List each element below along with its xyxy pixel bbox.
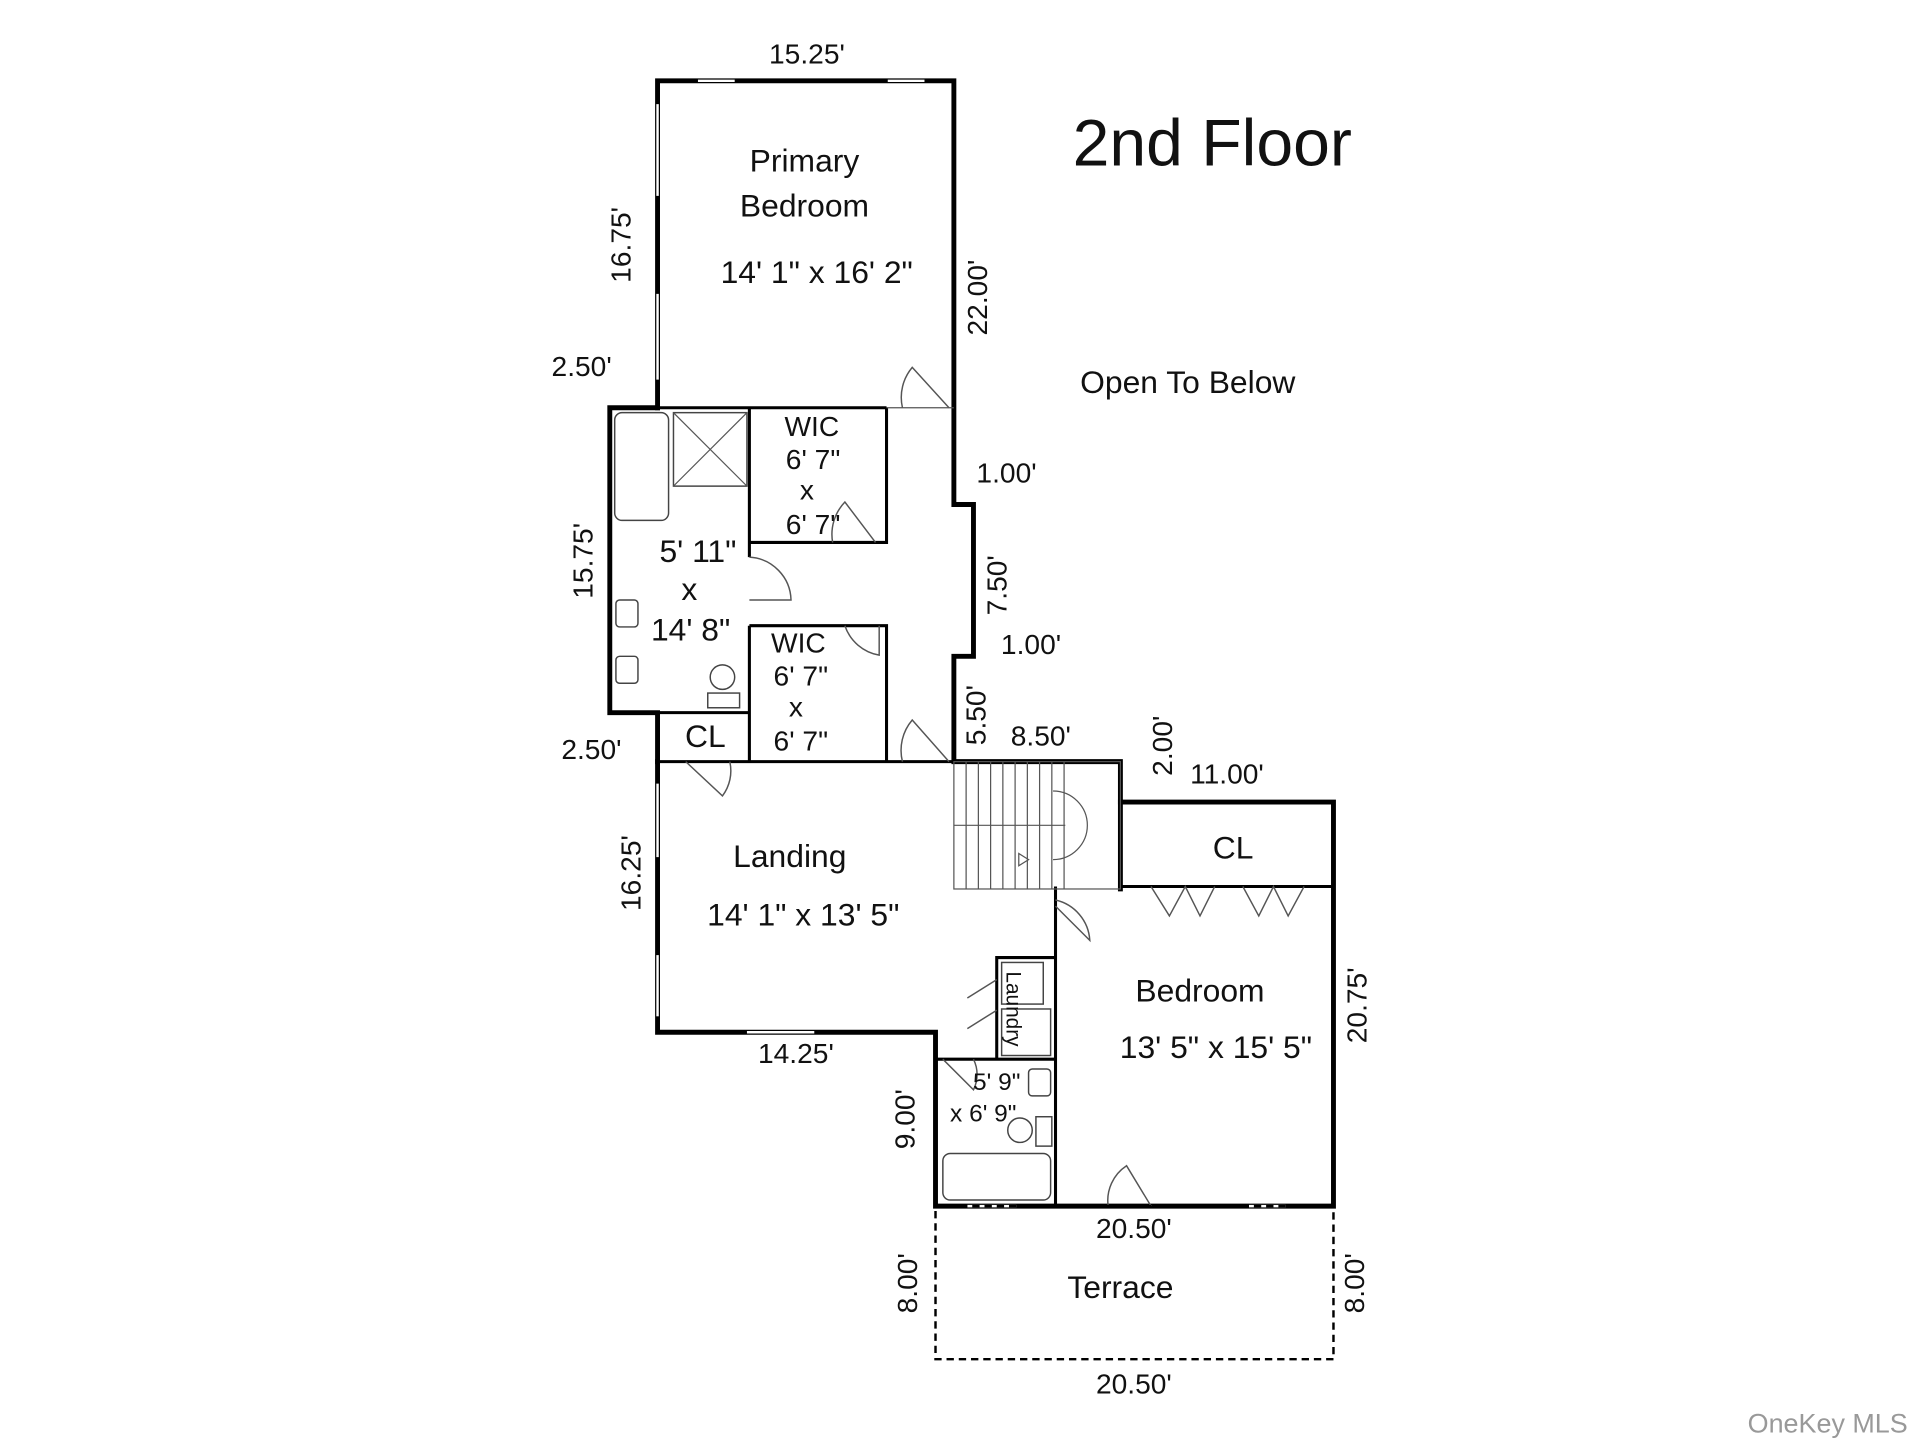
dim-stair-top: 8.50' <box>1011 721 1071 752</box>
floor-title: 2nd Floor <box>1073 106 1352 180</box>
toilet-icon <box>709 664 736 691</box>
closet-left-label: CL <box>685 718 726 754</box>
terrace-name: Terrace <box>1067 1269 1173 1305</box>
sink-icon <box>615 655 639 684</box>
primary-bath-x: x <box>681 571 697 607</box>
dim-primary-left: 16.75' <box>606 207 637 283</box>
dim-bedroom-bottom: 20.50' <box>1096 1213 1172 1244</box>
staircase <box>953 761 1122 890</box>
laundry-label: Laundry <box>1002 971 1025 1047</box>
landing-size: 14' 1" x 13' 5" <box>707 897 899 933</box>
dim-terrace-right: 8.00' <box>1339 1253 1370 1313</box>
dim-bath-left: 15.75' <box>568 523 599 599</box>
dim-landing-left: 16.25' <box>615 835 646 911</box>
toilet-icon <box>1007 1117 1033 1144</box>
primary-bath-width: 5' 11" <box>659 533 736 569</box>
dim-hall-bath-left: 9.00' <box>890 1089 921 1149</box>
dim-step-mid: 7.50' <box>982 555 1013 615</box>
washer-icon <box>1000 961 1044 1005</box>
bedroom-name: Bedroom <box>1135 973 1264 1009</box>
dim-stair-step: 2.00' <box>1147 716 1178 776</box>
open-to-below-label: Open To Below <box>1080 364 1296 400</box>
fixtures <box>613 411 1053 1201</box>
hall-bath-width: 5' 9" <box>973 1069 1020 1096</box>
closet-right-label: CL <box>1213 829 1254 865</box>
dim-bath-offset-top: 2.50' <box>552 351 612 382</box>
wic-lower-x: x <box>789 691 803 722</box>
wic-upper-x: x <box>800 475 814 506</box>
dim-bedroom-right: 20.75' <box>1342 967 1373 1043</box>
primary-bedroom-name: Primary <box>750 142 860 178</box>
dim-step-2: 1.00' <box>1001 629 1061 660</box>
landing-name: Landing <box>733 838 846 874</box>
bathtub-icon <box>942 1152 1052 1201</box>
dim-primary-right: 22.00' <box>962 260 993 336</box>
wic-lower-name: WIC <box>771 628 826 659</box>
bathtub-icon <box>613 411 670 522</box>
wic-lower-width: 6' 7" <box>774 661 829 692</box>
doors <box>685 366 1305 1207</box>
primary-bath-height: 14' 8" <box>651 611 730 647</box>
sink-icon <box>1027 1068 1052 1097</box>
wic-upper-width: 6' 7" <box>786 444 841 475</box>
hall-bath-height: x 6' 9" <box>950 1101 1016 1128</box>
dim-landing-bottom: 14.25' <box>758 1038 834 1069</box>
dim-top: 15.25' <box>769 39 845 70</box>
dim-bath-offset-bottom: 2.50' <box>561 734 621 765</box>
sink-icon <box>615 599 639 628</box>
bedroom-size: 13' 5" x 15' 5" <box>1120 1029 1312 1065</box>
primary-bedroom-name: Bedroom <box>740 188 869 224</box>
dim-bedroom-top: 11.00' <box>1190 759 1264 790</box>
wic-upper-name: WIC <box>784 411 839 442</box>
dim-terrace-bottom: 20.50' <box>1096 1368 1172 1399</box>
dim-terrace-left: 8.00' <box>892 1253 923 1313</box>
dryer-icon <box>1000 1008 1052 1057</box>
dim-right-lower: 5.50' <box>961 685 992 745</box>
interior-walls <box>609 406 1334 1207</box>
primary-bedroom-size: 14' 1" x 16' 2" <box>721 254 913 290</box>
terrace-outline <box>934 1204 1335 1361</box>
wic-upper-height: 6' 7" <box>786 509 841 540</box>
dim-step-1: 1.00' <box>976 457 1036 488</box>
wic-lower-height: 6' 7" <box>774 726 829 757</box>
watermark: OneKey MLS <box>1748 1409 1908 1439</box>
